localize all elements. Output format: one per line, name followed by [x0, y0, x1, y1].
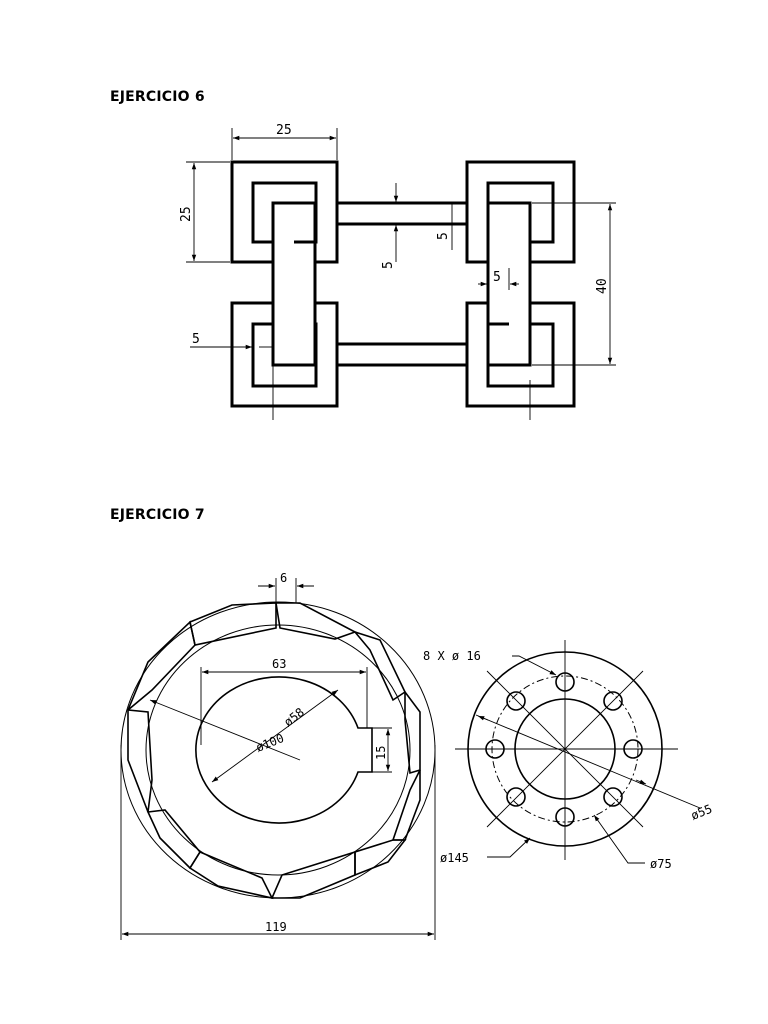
dim-inner-label: 5: [493, 270, 501, 285]
dim-offset-label: 5: [436, 232, 451, 240]
tooth-3: [404, 689, 421, 775]
tooth-9: [127, 709, 153, 813]
exercise-7-rotor: 6 63 ø58 ø100 15 119: [120, 571, 436, 940]
tooth-1: [275, 602, 357, 640]
exercise-6-title: EJERCICIO 6: [110, 89, 205, 105]
exercise-6-drawing: 25 25 5 5 5 40 5: [179, 123, 616, 420]
dim-keyway-label: 15: [374, 746, 388, 760]
interlock-top-left: [251, 181, 318, 244]
dim-bolt-circle-label: ø75: [650, 857, 672, 871]
dim-bore-label: ø58: [281, 705, 307, 729]
mid-circle: [145, 624, 411, 876]
tooth-10: [127, 620, 196, 711]
bolt-hole-8: [506, 691, 526, 711]
link-left-outer: [271, 201, 317, 367]
tooth-6: [270, 850, 356, 899]
dim-span-label: 40: [595, 278, 610, 294]
holes-callout-label: 8 X ø 16: [423, 649, 481, 663]
dim-line-bore: [211, 689, 339, 783]
dim-overall-label: 119: [265, 920, 287, 934]
dim-height-label: 25: [179, 206, 194, 222]
dim-width-label: 25: [276, 123, 292, 138]
dim-line-circle: [149, 699, 301, 761]
bolt-hole-6: [506, 787, 526, 807]
dim-bar-label: 5: [381, 261, 396, 269]
bolt-hole-7: [485, 739, 505, 759]
leader-inner-hub: [475, 714, 701, 809]
interlock-bottom-left: [251, 322, 318, 388]
bolt-hole-3: [623, 739, 643, 759]
dim-outer-flange-label: ø145: [440, 851, 469, 865]
tooth-2: [352, 630, 407, 702]
bolt-hole-1: [555, 672, 575, 692]
tooth-5: [354, 839, 407, 877]
bolt-hole-5: [555, 807, 575, 827]
arrow-inner-hub-a: [477, 715, 489, 721]
dim-key-width-label: 63: [272, 657, 286, 671]
dim-gap-label: 5: [192, 332, 200, 347]
exercise-7-title: EJERCICIO 7: [110, 507, 205, 523]
center-line-diag-2: [486, 670, 644, 828]
leader-outer-flange: [487, 837, 531, 858]
dim-circle-label: ø100: [254, 731, 286, 755]
dim-slot-label: 6: [280, 571, 287, 585]
tooth-11: [189, 602, 277, 646]
bolt-hole-2: [603, 691, 623, 711]
arrow-inner-hub-b: [635, 779, 647, 785]
exercise-7-flange: 8 X ø 16 ø55 ø145 ø75: [423, 640, 714, 871]
leader-holes: [512, 655, 557, 676]
interlock-top-right: [486, 181, 555, 244]
bore-with-keyway: [195, 676, 373, 824]
bolt-hole-4: [603, 787, 623, 807]
leader-bolt-circle: [593, 814, 645, 864]
interlock-bottom-right: [486, 322, 555, 388]
tooth-8: [146, 809, 201, 870]
